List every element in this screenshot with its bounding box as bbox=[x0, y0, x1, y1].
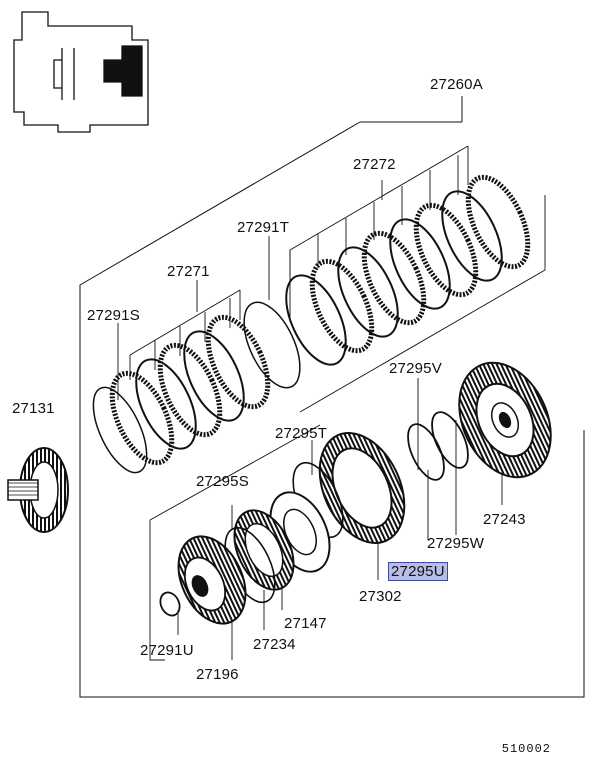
label-27196: 27196 bbox=[196, 666, 239, 683]
label-27291T: 27291T bbox=[237, 219, 290, 236]
retainer-27302 bbox=[318, 432, 406, 544]
label-27295T: 27295T bbox=[275, 425, 328, 442]
clutch-discs-27272 bbox=[285, 174, 531, 366]
transmission-thumbnail bbox=[13, 11, 149, 133]
snap-rings-27295V-W bbox=[407, 411, 469, 481]
label-27243: 27243 bbox=[483, 511, 526, 528]
clutch-discs-27271 bbox=[109, 314, 271, 466]
diagram-code: 510002 bbox=[501, 742, 551, 756]
label-27295W: 27295W bbox=[427, 535, 485, 552]
snap-ring-27291T bbox=[243, 301, 301, 389]
label-27147: 27147 bbox=[284, 615, 327, 632]
label-27272: 27272 bbox=[353, 156, 396, 173]
sun-gear-27131 bbox=[7, 447, 69, 533]
label-27260A: 27260A bbox=[430, 76, 483, 93]
label-27291S: 27291S bbox=[87, 307, 140, 324]
label-27271: 27271 bbox=[167, 263, 210, 280]
snap-ring-27291S bbox=[92, 386, 148, 474]
clutch-drum-27243 bbox=[458, 361, 552, 479]
label-27302: 27302 bbox=[359, 588, 402, 605]
hub-27196 bbox=[177, 535, 247, 625]
snap-ring-27291U bbox=[159, 591, 181, 617]
label-27234: 27234 bbox=[253, 636, 296, 653]
label-27295U-highlighted[interactable]: 27295U bbox=[388, 562, 448, 581]
label-27131: 27131 bbox=[12, 400, 55, 417]
label-27291U: 27291U bbox=[140, 642, 194, 659]
label-27295S: 27295S bbox=[196, 473, 249, 490]
assembly-boundary bbox=[79, 96, 585, 698]
label-27295V: 27295V bbox=[389, 360, 442, 377]
